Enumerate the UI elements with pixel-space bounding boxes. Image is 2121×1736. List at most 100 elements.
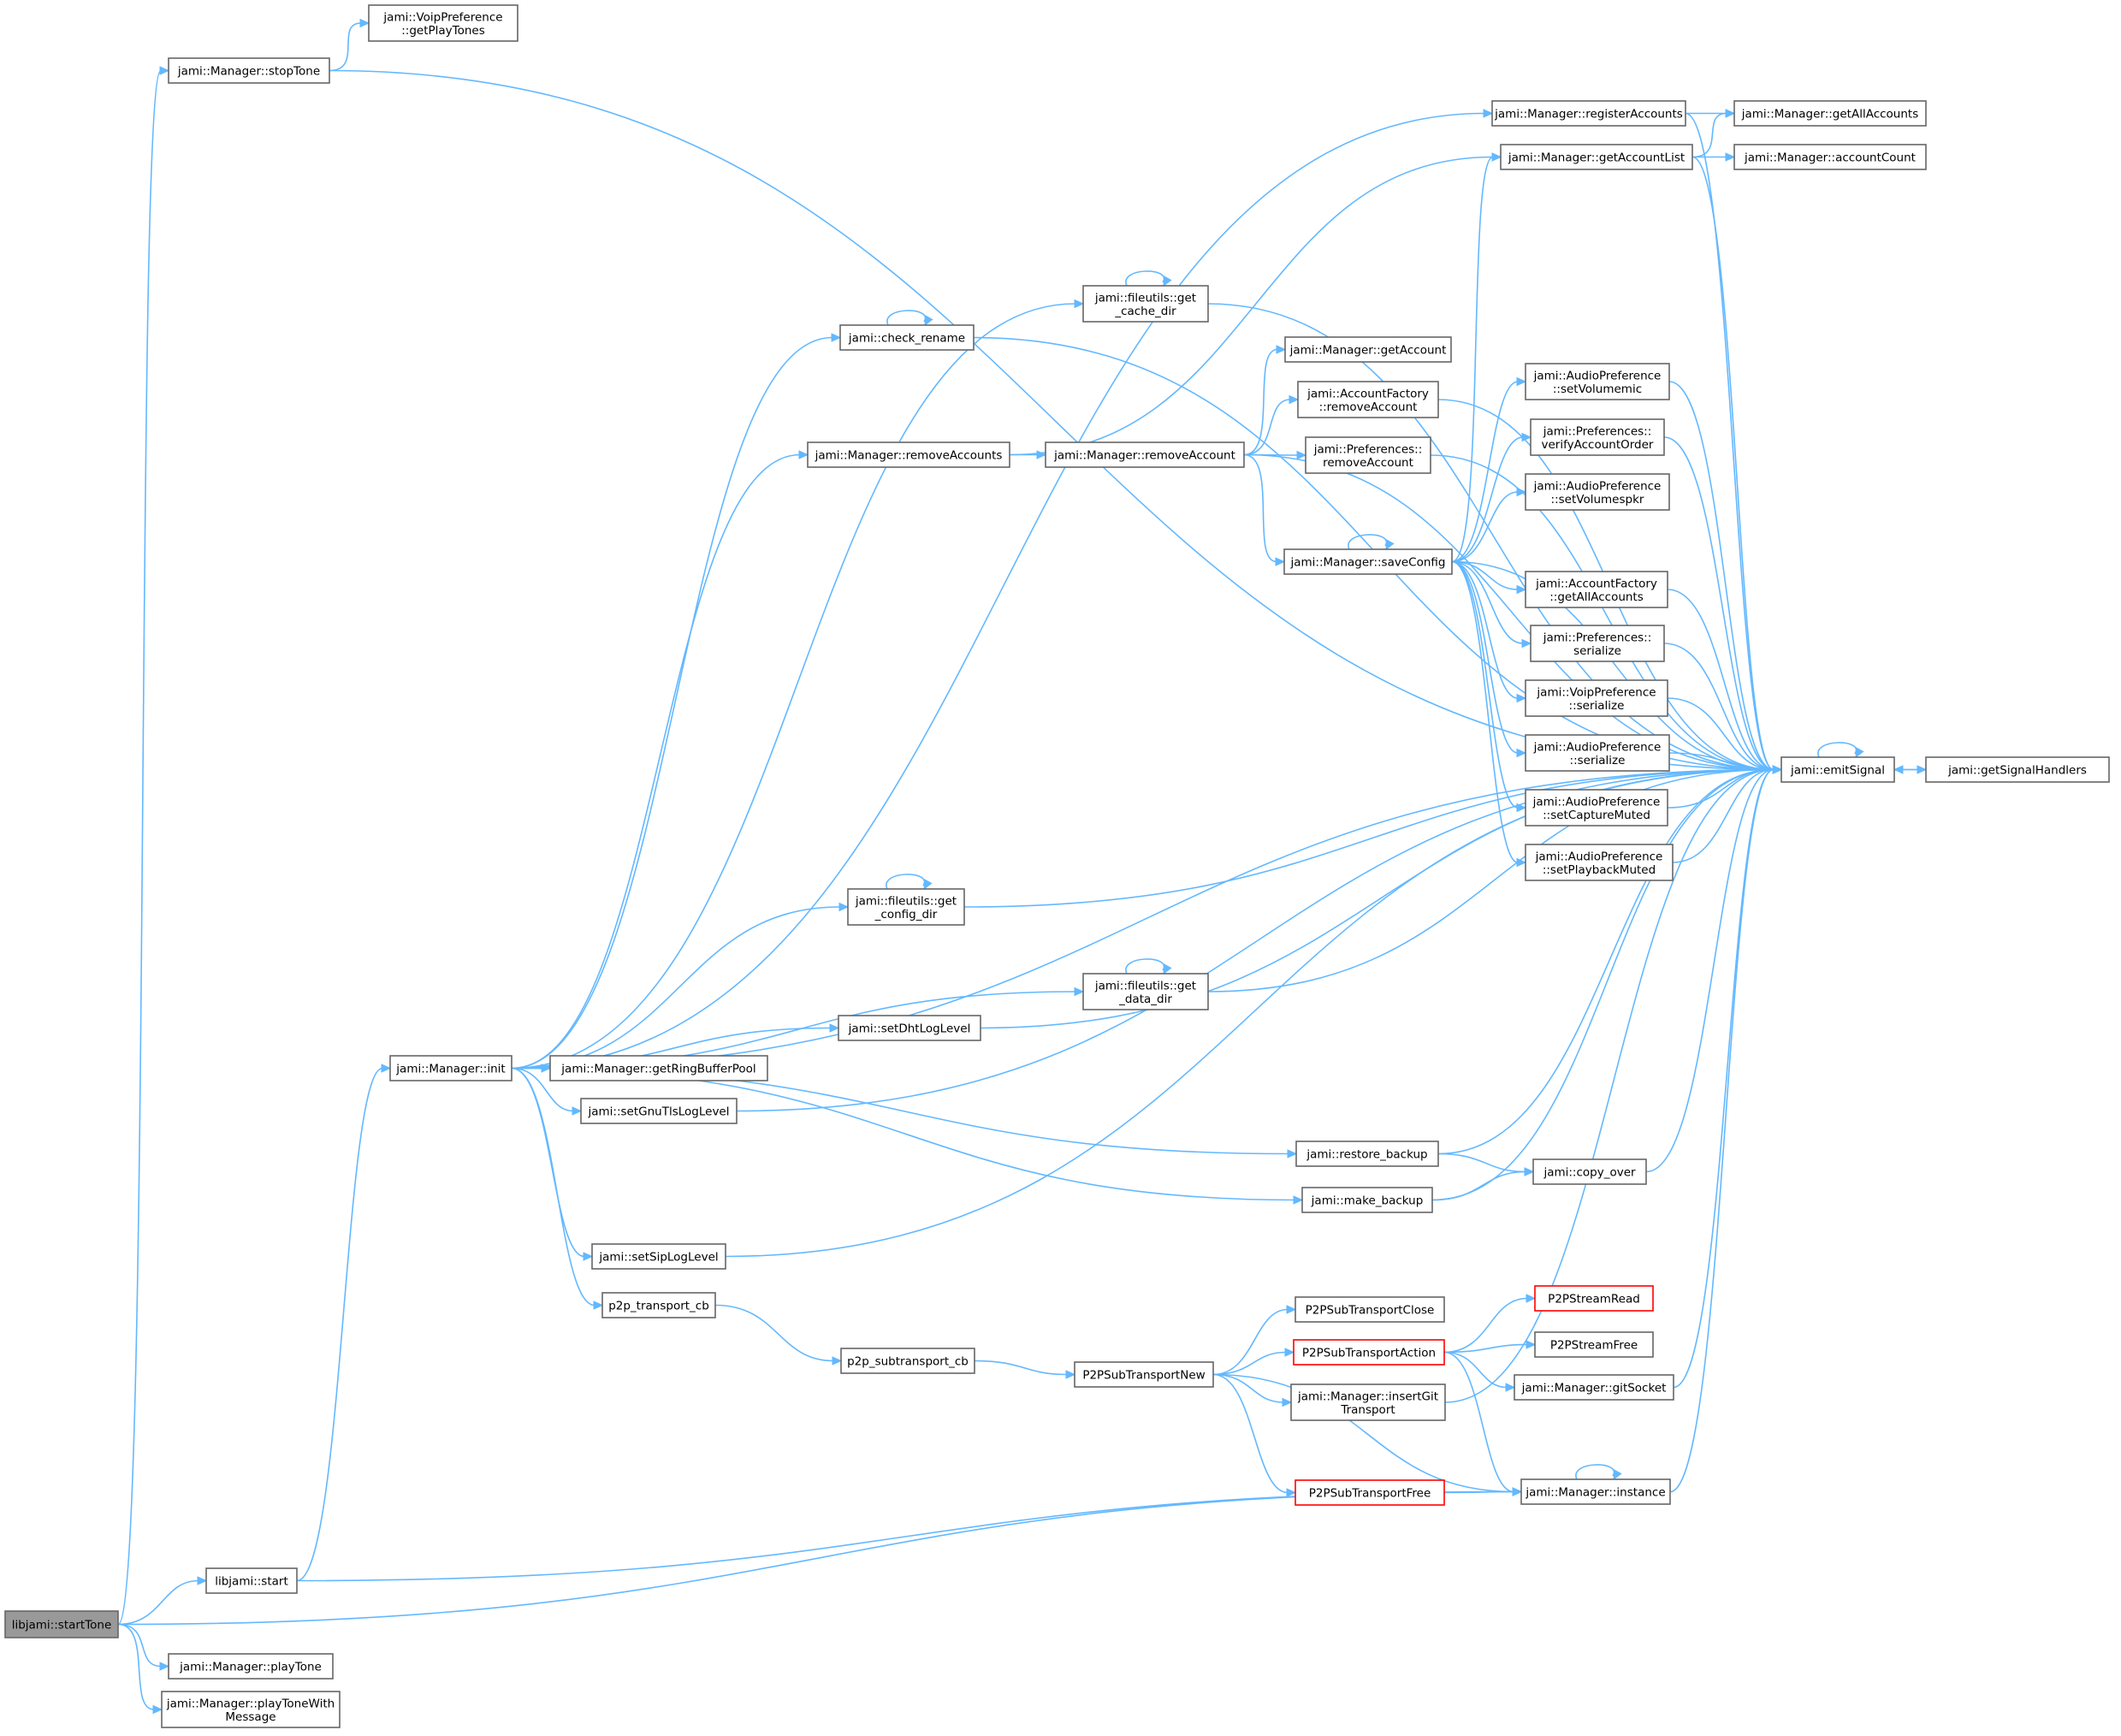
node-instance[interactable]: jami::Manager::instance bbox=[1520, 1478, 1671, 1505]
node-makeBackup[interactable]: jami::make_backup bbox=[1301, 1187, 1433, 1213]
node-init[interactable]: jami::Manager::init bbox=[389, 1055, 512, 1081]
node-prefSerialize[interactable]: jami::Preferences::serialize bbox=[1530, 625, 1665, 662]
node-label: jami::fileutils::get bbox=[1094, 979, 1196, 992]
node-box bbox=[1733, 100, 1927, 127]
node-libstart[interactable]: libjami::start bbox=[205, 1567, 298, 1594]
node-box bbox=[161, 1691, 341, 1728]
edge-arrowhead bbox=[1036, 450, 1047, 459]
node-setDhtLogLevel[interactable]: jami::setDhtLogLevel bbox=[838, 1015, 981, 1041]
edge-arrowhead bbox=[1074, 986, 1085, 997]
edge-line bbox=[1443, 1343, 1528, 1354]
node-registerAccounts[interactable]: jami::Manager::registerAccounts bbox=[1491, 100, 1686, 127]
edge-line bbox=[1444, 768, 1774, 1403]
edge-arrowhead bbox=[1521, 432, 1532, 442]
node-box bbox=[1525, 571, 1668, 608]
node-label: P2PStreamFree bbox=[1550, 1339, 1638, 1353]
node-getConfigDir[interactable]: jami::fileutils::get_config_dir bbox=[847, 888, 965, 926]
node-setVolumemic[interactable]: jami::AudioPreference::setVolumemic bbox=[1525, 363, 1670, 400]
node-accountCount[interactable]: jami::Manager::accountCount bbox=[1733, 144, 1927, 170]
node-getAllAccounts[interactable]: jami::Manager::getAllAccounts bbox=[1733, 100, 1927, 127]
edge-line bbox=[1443, 1297, 1528, 1354]
node-p2pSubtransportCb[interactable]: p2p_subtransport_cb bbox=[840, 1348, 975, 1374]
edge-verifyAccountOrder-to-emitSignal bbox=[1663, 436, 1783, 774]
node-startTone[interactable]: libjami::startTone bbox=[4, 1610, 119, 1638]
node-getDataDir[interactable]: jami::fileutils::get_data_dir bbox=[1082, 973, 1209, 1010]
node-box bbox=[838, 1015, 981, 1041]
node-box bbox=[1283, 548, 1453, 575]
node-box bbox=[1293, 1339, 1445, 1366]
edge-makeBackup-to-emitSignal bbox=[1431, 765, 1783, 1201]
nodes-layer: libjami::startTone jami::Manager::stopTon… bbox=[4, 4, 2110, 1728]
node-getRingBufferPool[interactable]: jami::Manager::getRingBufferPool bbox=[549, 1055, 768, 1081]
node-verifyAccountOrder[interactable]: jami::Preferences::verifyAccountOrder bbox=[1530, 418, 1665, 456]
node-stopTone[interactable]: jami::Manager::stopTone bbox=[168, 57, 330, 84]
node-voipSerialize[interactable]: jami::VoipPreference::serialize bbox=[1525, 679, 1668, 717]
node-P2PSubTransportNew[interactable]: P2PSubTransportNew bbox=[1074, 1361, 1214, 1388]
node-removeAccounts[interactable]: jami::Manager::removeAccounts bbox=[807, 441, 1010, 468]
edge-arrowhead bbox=[1516, 376, 1527, 387]
edge-removeAccounts-to-removeAccount bbox=[1010, 450, 1047, 459]
node-playTone[interactable]: jami::Manager::playTone bbox=[168, 1653, 334, 1680]
edge-arrowhead bbox=[1287, 1149, 1298, 1158]
edge-P2PSubTransportNew-to-insertGitTransport bbox=[1212, 1373, 1293, 1407]
node-getAccount[interactable]: jami::Manager::getAccount bbox=[1284, 336, 1452, 363]
node-box bbox=[847, 888, 965, 926]
node-setSipLogLevel[interactable]: jami::setSipLogLevel bbox=[591, 1243, 726, 1270]
node-P2PStreamFree[interactable]: P2PStreamFree bbox=[1534, 1331, 1654, 1358]
edge-arrowhead bbox=[1296, 450, 1307, 460]
node-emitSignal[interactable]: jami::emitSignal bbox=[1780, 756, 1895, 783]
edge-arrowhead bbox=[1521, 638, 1532, 649]
node-p2pTransportCb[interactable]: p2p_transport_cb bbox=[601, 1292, 716, 1318]
node-removeAccount[interactable]: jami::Manager::removeAccount bbox=[1045, 441, 1245, 468]
node-box bbox=[601, 1292, 716, 1318]
node-saveConfig[interactable]: jami::Manager::saveConfig bbox=[1283, 548, 1453, 575]
node-restoreBackup[interactable]: jami::restore_backup bbox=[1295, 1141, 1439, 1167]
node-setCaptureMuted[interactable]: jami::AudioPreference::setCaptureMuted bbox=[1525, 789, 1668, 827]
node-setGnuTlsLogLevel[interactable]: jami::setGnuTlsLogLevel bbox=[580, 1098, 738, 1124]
edge-line bbox=[1009, 156, 1494, 456]
edge-arrowhead bbox=[829, 1023, 840, 1033]
node-box bbox=[807, 441, 1010, 468]
node-label: jami::Manager::getAccountList bbox=[1508, 151, 1685, 165]
edge-P2PSubTransportNew-to-P2PSubTransportFree bbox=[1212, 1373, 1297, 1497]
edge-stopTone-to-getPlayTones bbox=[329, 18, 370, 72]
node-setPlaybackMuted[interactable]: jami::AudioPreference::setPlaybackMuted bbox=[1525, 844, 1674, 881]
node-getCacheDir[interactable]: jami::fileutils::get_cache_dir bbox=[1082, 285, 1209, 323]
edge-arrowhead bbox=[1526, 1294, 1537, 1303]
node-getAccountList[interactable]: jami::Manager::getAccountList bbox=[1500, 144, 1693, 170]
node-prefRemoveAccount[interactable]: jami::Preferences::removeAccount bbox=[1305, 436, 1431, 474]
node-checkRename[interactable]: jami::check_rename bbox=[839, 324, 975, 351]
node-afRemoveAccount[interactable]: jami::AccountFactory::removeAccount bbox=[1297, 381, 1439, 418]
node-setVolumespkr[interactable]: jami::AudioPreference::setVolumespkr bbox=[1525, 473, 1670, 511]
node-copyOver[interactable]: jami::copy_over bbox=[1532, 1158, 1647, 1185]
node-audioSerialize[interactable]: jami::AudioPreference::serialize bbox=[1525, 734, 1670, 772]
edge-line bbox=[1451, 436, 1524, 563]
node-label: jami::copy_over bbox=[1543, 1166, 1636, 1180]
node-getSignalHandlers[interactable]: jami::getSignalHandlers bbox=[1925, 756, 2110, 783]
node-P2PSubTransportClose[interactable]: P2PSubTransportClose bbox=[1295, 1296, 1445, 1323]
edge-P2PSubTransportAction-to-P2PStreamRead bbox=[1443, 1294, 1537, 1354]
edge-line bbox=[714, 1304, 834, 1362]
node-P2PStreamRead[interactable]: P2PStreamRead bbox=[1534, 1285, 1654, 1312]
edge-line bbox=[1575, 1464, 1615, 1480]
node-label: P2PSubTransportFree bbox=[1309, 1487, 1431, 1501]
node-box bbox=[1491, 100, 1686, 127]
node-afGetAllAccounts[interactable]: jami::AccountFactory::getAllAccounts bbox=[1525, 571, 1668, 608]
node-label: ::setVolumemic bbox=[1553, 382, 1642, 396]
node-P2PSubTransportFree[interactable]: P2PSubTransportFree bbox=[1295, 1479, 1445, 1506]
node-label: jami::Manager::playTone bbox=[179, 1661, 322, 1674]
node-P2PSubTransportAction[interactable]: P2PSubTransportAction bbox=[1293, 1339, 1445, 1366]
edge-line bbox=[511, 303, 1076, 1069]
node-label: P2PSubTransportNew bbox=[1082, 1369, 1205, 1383]
node-gitSocket[interactable]: jami::Manager::gitSocket bbox=[1514, 1374, 1674, 1401]
edge-arrowhead bbox=[1286, 1488, 1297, 1497]
edge-p2pSubtransportCb-to-P2PSubTransportNew bbox=[974, 1360, 1076, 1379]
edge-arrowhead bbox=[1282, 1397, 1293, 1407]
edge-getSignalHandlers-to-emitSignal bbox=[1893, 765, 1926, 774]
edge-arrowhead bbox=[1772, 765, 1783, 774]
edge-line bbox=[117, 69, 162, 1626]
node-getPlayTones[interactable]: jami::VoipPreference::getPlayTones bbox=[368, 4, 518, 42]
node-label: jami::Manager::removeAccount bbox=[1053, 449, 1235, 463]
